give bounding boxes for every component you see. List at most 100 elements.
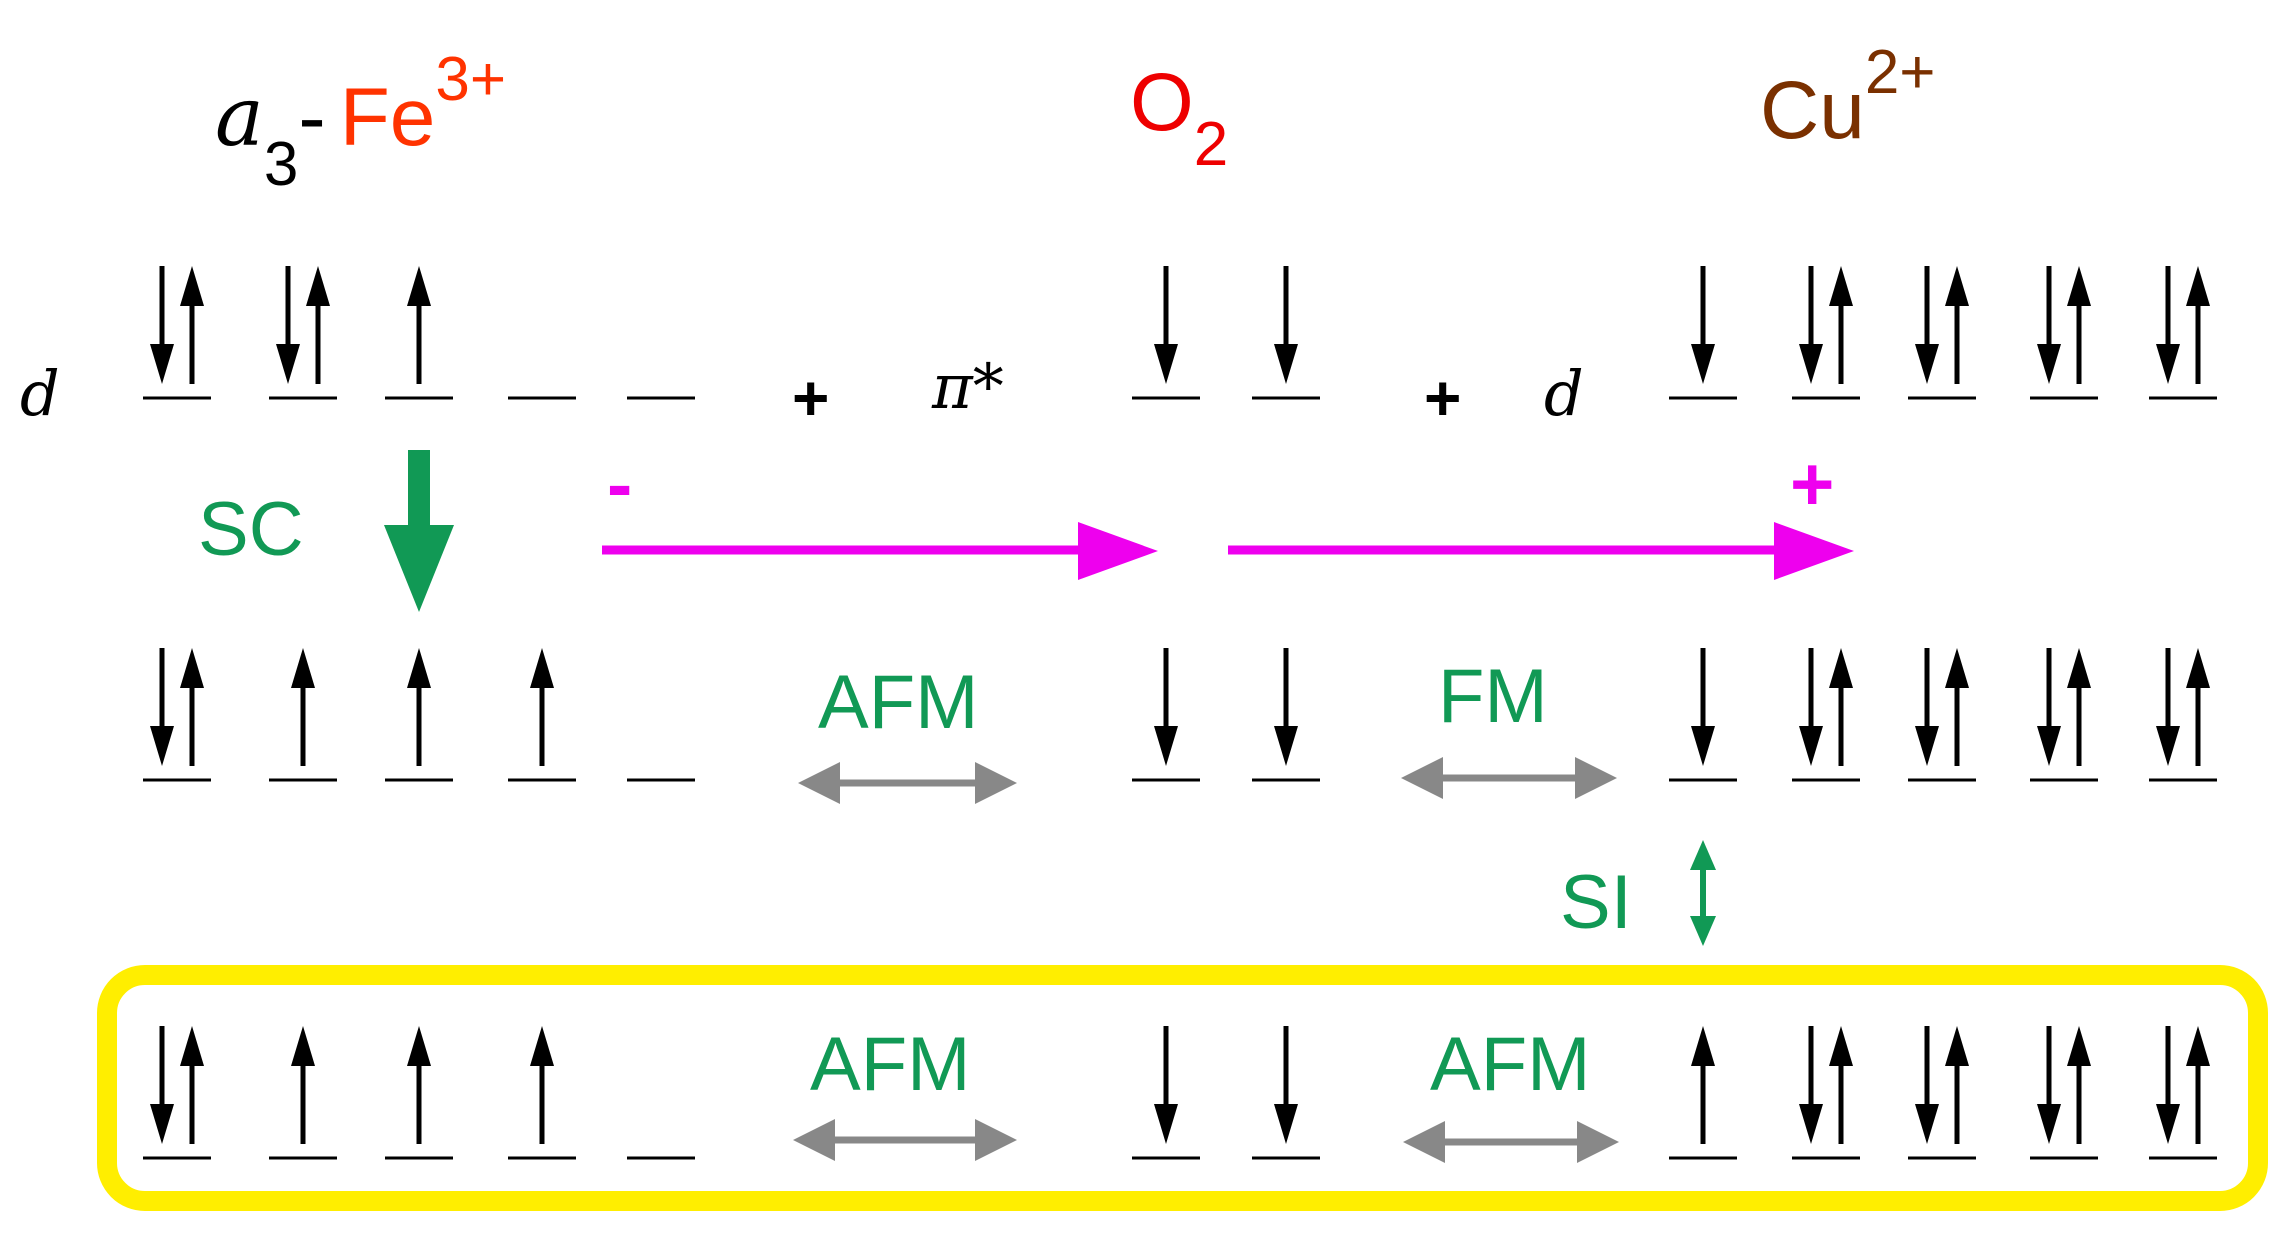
spin-down-arrow (1915, 1026, 1939, 1144)
spin-down-arrow (1274, 266, 1298, 384)
fe-d-orbital (143, 648, 211, 782)
spin-down-head (2156, 726, 2180, 766)
spin-up-head (1945, 648, 1969, 688)
spin-up-arrow (407, 648, 431, 766)
cu-d-orbital (1669, 648, 1737, 782)
fe-d-orbital (508, 648, 576, 782)
row-intermediate (143, 648, 2217, 782)
o2-title: O2 (1130, 57, 1228, 179)
spin-up-arrow (180, 1026, 204, 1144)
row-initial (143, 266, 2217, 400)
cu-d-orbital (1669, 1026, 1737, 1160)
cu-d-orbital (2030, 648, 2098, 782)
spin-up-head (1691, 1026, 1715, 1066)
spin-up-arrow (530, 648, 554, 766)
sc-label: SC (198, 487, 304, 572)
minus-charge-label: - (607, 442, 632, 527)
fe-title-name: Fe (340, 72, 436, 163)
spin-down-head (2037, 726, 2061, 766)
spin-down-arrow (2156, 1026, 2180, 1144)
spin-up-head (2067, 648, 2091, 688)
spin-down-arrow (2156, 648, 2180, 766)
fe-d-orbital (385, 1026, 453, 1160)
fe-title-prefix: a (215, 70, 264, 165)
fe-title-subscript: 3 (264, 130, 298, 199)
spin-down-arrow (1274, 1026, 1298, 1144)
spin-down-arrow (1915, 648, 1939, 766)
spin-down-arrow (150, 648, 174, 766)
fe-d-orbital (385, 648, 453, 782)
spin-down-head (1154, 726, 1178, 766)
spin-up-head (1829, 266, 1853, 306)
cu-d-orbital (2149, 1026, 2217, 1160)
spin-up-arrow (2186, 648, 2210, 766)
row-final (143, 1026, 2217, 1160)
sc-arrow (384, 450, 454, 612)
electron-transfer-arrow-1 (602, 522, 1158, 580)
spin-up-head (2186, 1026, 2210, 1066)
spin-up-arrow (291, 648, 315, 766)
spin-down-arrow (2037, 648, 2061, 766)
spin-down-arrow (1154, 266, 1178, 384)
o2-title-name: O (1130, 57, 1194, 148)
spin-down-arrow (1691, 648, 1715, 766)
spin-down-arrow (1799, 648, 1823, 766)
spin-down-head (1274, 1104, 1298, 1144)
cu-d-orbital (1792, 1026, 1860, 1160)
spin-up-arrow (1829, 648, 1853, 766)
spin-down-arrow (2037, 266, 2061, 384)
spin-down-arrow (1915, 266, 1939, 384)
spin-up-head (2067, 266, 2091, 306)
spin-down-head (1915, 1104, 1939, 1144)
spin-up-head (407, 648, 431, 688)
d-label-right: d (1544, 357, 1584, 430)
spin-down-arrow (276, 266, 300, 384)
spin-down-head (2037, 1104, 2061, 1144)
o2-pi-star-orbital (1252, 648, 1320, 782)
spin-up-arrow (306, 266, 330, 384)
spin-up-head (1945, 266, 1969, 306)
spin-up-arrow (2067, 1026, 2091, 1144)
spin-up-head (530, 1026, 554, 1066)
spin-up-arrow (1945, 648, 1969, 766)
cu-d-orbital (1792, 648, 1860, 782)
spin-up-head (407, 266, 431, 306)
spin-down-head (1915, 344, 1939, 384)
afm-label-2: AFM (810, 1022, 970, 1107)
spin-down-head (1691, 726, 1715, 766)
spin-down-arrow (1799, 266, 1823, 384)
spin-down-arrow (1274, 648, 1298, 766)
spin-down-arrow (1799, 1026, 1823, 1144)
spin-up-arrow (530, 1026, 554, 1144)
spin-down-head (1154, 1104, 1178, 1144)
spin-down-head (1799, 726, 1823, 766)
cu-d-orbital (1908, 1026, 1976, 1160)
fe-title: a3-Fe3+ (215, 45, 506, 199)
d-label-left: d (20, 357, 60, 430)
cu-d-orbital (2149, 648, 2217, 782)
pi-star-label: π* (931, 350, 1004, 423)
spin-up-arrow (2067, 648, 2091, 766)
cu-d-orbital (1908, 266, 1976, 400)
spin-down-arrow (2156, 266, 2180, 384)
spin-down-arrow (1154, 1026, 1178, 1144)
spin-up-head (2186, 266, 2210, 306)
spin-up-head (1829, 1026, 1853, 1066)
spin-down-head (1154, 344, 1178, 384)
spin-up-arrow (1691, 1026, 1715, 1144)
spin-up-head (2067, 1026, 2091, 1066)
fe-d-orbital (269, 1026, 337, 1160)
fe-d-orbital (269, 266, 337, 400)
spin-down-head (1799, 1104, 1823, 1144)
spin-down-arrow (150, 1026, 174, 1144)
spin-down-head (150, 344, 174, 384)
spin-down-head (1274, 344, 1298, 384)
spin-down-head (1691, 344, 1715, 384)
o2-pi-star-orbital (1132, 648, 1200, 782)
cu-d-orbital (1908, 648, 1976, 782)
fe-d-orbital (269, 648, 337, 782)
spin-up-head (2186, 648, 2210, 688)
o2-title-subscript: 2 (1194, 110, 1228, 179)
spin-up-arrow (1829, 266, 1853, 384)
spin-up-head (180, 648, 204, 688)
